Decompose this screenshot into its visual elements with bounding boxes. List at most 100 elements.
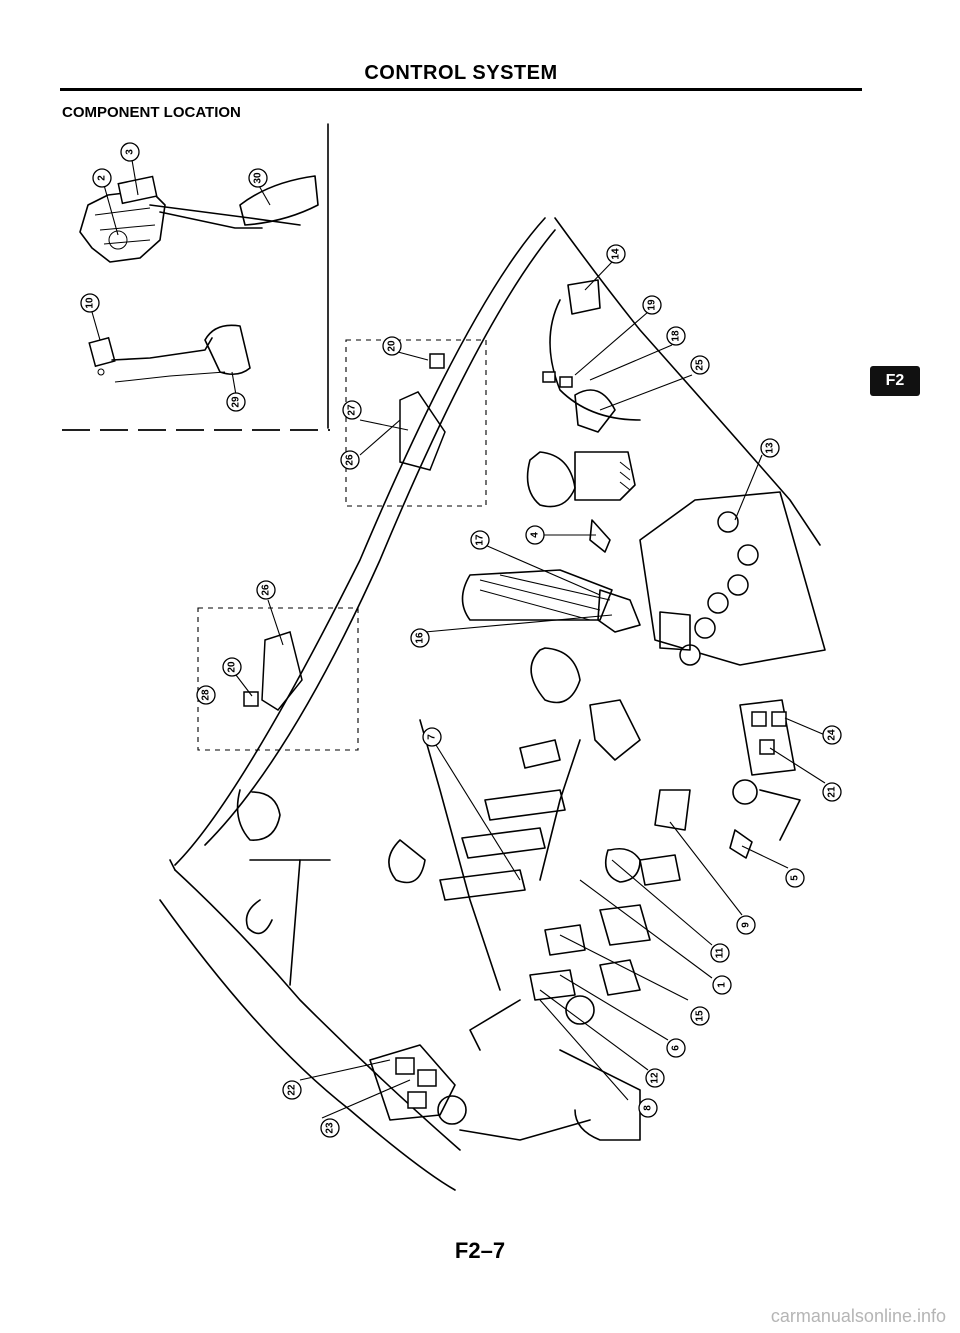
callout-7: 7 [422, 727, 442, 747]
callout-circle [666, 326, 686, 346]
callout-20: 20 [382, 336, 402, 356]
callout-9: 9 [736, 915, 756, 935]
callout-30: 30 [248, 168, 268, 188]
callout-circle [606, 244, 626, 264]
callout-26: 26 [340, 450, 360, 470]
callout-18: 18 [666, 326, 686, 346]
callout-28: 28 [196, 685, 216, 705]
accelerator-pedal-drawing [79, 175, 319, 263]
page-title: CONTROL SYSTEM [364, 62, 558, 84]
callout-17: 17 [470, 530, 490, 550]
brake-pedal-drawing [88, 324, 251, 383]
callout-circle [320, 1118, 340, 1138]
callout-number: 23 [325, 1122, 336, 1134]
callout-13: 13 [760, 438, 780, 458]
callout-number: 19 [647, 299, 658, 311]
callout-number: 16 [415, 632, 426, 644]
callout-circle [822, 782, 842, 802]
callout-29: 29 [226, 392, 246, 412]
watermark-text: carmanualsonline.info [770, 1306, 946, 1326]
callout-circle [342, 400, 362, 420]
callout-number: 1 [717, 982, 728, 988]
callout-circle [690, 355, 710, 375]
callout-4: 4 [525, 525, 545, 545]
callout-circle [120, 142, 140, 162]
callout-number: 22 [287, 1084, 298, 1096]
callout-3: 3 [120, 142, 140, 162]
callout-circle [525, 525, 545, 545]
callout-number: 21 [827, 786, 838, 798]
callout-number: 3 [125, 149, 136, 155]
callout-circle [822, 725, 842, 745]
callout-circle [470, 530, 490, 550]
callout-number: 9 [741, 922, 752, 928]
callout-circle [256, 580, 276, 600]
callouts: 1234567891011121314151617181920212223242… [80, 142, 842, 1138]
callout-number: 14 [611, 248, 622, 260]
callout-circle [226, 392, 246, 412]
callout-number: 30 [253, 172, 264, 184]
ecu-box-upper [345, 339, 487, 507]
callout-circle [92, 168, 112, 188]
callout-number: 26 [345, 454, 356, 466]
callout-circle [248, 168, 268, 188]
header-rule [60, 88, 862, 91]
callout-number: 25 [695, 359, 706, 371]
callout-number: 17 [475, 534, 486, 546]
callout-circle [340, 450, 360, 470]
callout-circle [710, 943, 730, 963]
callout-1: 1 [712, 975, 732, 995]
section-tab-badge[interactable]: F2 [870, 366, 920, 396]
callout-19: 19 [642, 295, 662, 315]
callout-number: 10 [85, 297, 96, 309]
callout-number: 6 [671, 1045, 682, 1051]
callout-number: 28 [201, 689, 212, 701]
callout-10: 10 [80, 293, 100, 313]
callout-circle [690, 1006, 710, 1026]
callout-number: 24 [827, 729, 838, 741]
callout-11: 11 [710, 943, 730, 963]
callout-circle [638, 1098, 658, 1118]
callout-2: 2 [92, 168, 112, 188]
callout-number: 8 [643, 1105, 654, 1111]
callout-number: 29 [231, 396, 242, 408]
section-title: COMPONENT LOCATION [62, 104, 241, 121]
body-outline [159, 217, 821, 1191]
callout-circle [666, 1038, 686, 1058]
callout-25: 25 [690, 355, 710, 375]
callout-number: 20 [227, 661, 238, 673]
callout-12: 12 [645, 1068, 665, 1088]
callout-circle [645, 1068, 665, 1088]
callout-26: 26 [256, 580, 276, 600]
callout-circle [282, 1080, 302, 1100]
callout-circle [736, 915, 756, 935]
callout-number: 26 [261, 584, 272, 596]
callout-16: 16 [410, 628, 430, 648]
callout-number: 15 [695, 1010, 706, 1022]
callout-8: 8 [638, 1098, 658, 1118]
leader-lines [91, 159, 826, 1119]
page-number: F2–7 [454, 1238, 506, 1263]
callout-circle [382, 336, 402, 356]
engine-drawing [369, 279, 826, 1141]
callout-number: 5 [790, 875, 801, 881]
callout-27: 27 [342, 400, 362, 420]
callout-15: 15 [690, 1006, 710, 1026]
callout-number: 2 [97, 175, 108, 181]
callout-number: 13 [765, 442, 776, 454]
callout-24: 24 [822, 725, 842, 745]
callout-circle [760, 438, 780, 458]
callout-circle [422, 727, 442, 747]
callout-6: 6 [666, 1038, 686, 1058]
callout-number: 12 [650, 1072, 661, 1084]
callout-20: 20 [222, 657, 242, 677]
callout-number: 11 [715, 947, 726, 958]
callout-22: 22 [282, 1080, 302, 1100]
callout-21: 21 [822, 782, 842, 802]
callout-circle [712, 975, 732, 995]
callout-circle [642, 295, 662, 315]
inset-frame [62, 123, 330, 431]
callout-circle [222, 657, 242, 677]
callout-number: 18 [671, 330, 682, 342]
